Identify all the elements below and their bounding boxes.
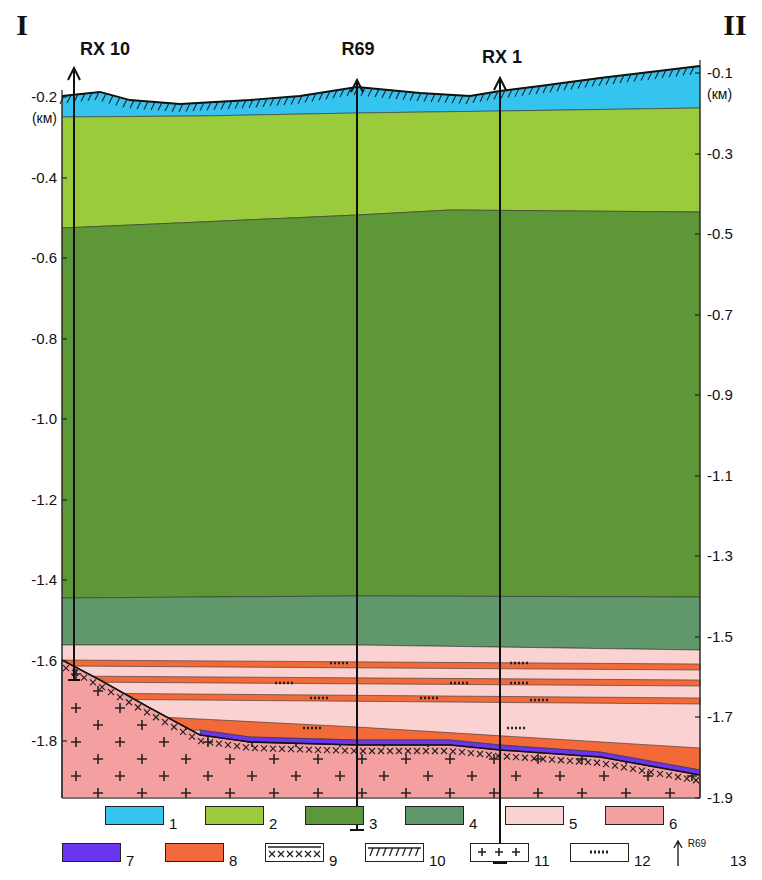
depth-label: -1.7 bbox=[707, 709, 733, 726]
legend-swatch bbox=[205, 806, 264, 825]
legend-swatch bbox=[105, 806, 164, 825]
section-end: I bbox=[16, 8, 28, 41]
symbols bbox=[60, 67, 700, 784]
legend-number: 5 bbox=[569, 816, 577, 833]
depth-label: -1.2 bbox=[31, 492, 57, 509]
legend-number: 9 bbox=[329, 853, 337, 870]
depth-label: -0.7 bbox=[707, 307, 733, 324]
depth-label: (км) bbox=[32, 111, 57, 126]
legend-number: 3 bbox=[369, 816, 377, 833]
strata bbox=[62, 66, 700, 798]
depth-label: -1.0 bbox=[31, 411, 57, 428]
legend-symbols bbox=[266, 841, 683, 866]
depth-label: -0.6 bbox=[31, 250, 57, 267]
legend-swatch bbox=[505, 806, 564, 825]
legend-number: 7 bbox=[126, 853, 134, 870]
legend-swatch bbox=[405, 806, 464, 825]
legend-swatch bbox=[305, 806, 364, 825]
depth-label: -1.4 bbox=[31, 572, 57, 589]
depth-label: -0.1 bbox=[707, 65, 733, 82]
legend-number: 2 bbox=[269, 816, 277, 833]
depth-label: (км) bbox=[707, 87, 732, 102]
legend-number: 13 bbox=[730, 853, 747, 870]
depth-label: -0.2 bbox=[31, 89, 57, 106]
legend-swatch bbox=[62, 843, 121, 862]
depth-label: -1.5 bbox=[707, 629, 733, 646]
legend-number: 11 bbox=[534, 853, 550, 870]
depth-label: -0.3 bbox=[707, 146, 733, 163]
legend-number: 6 bbox=[669, 816, 677, 833]
depth-label: -1.9 bbox=[707, 790, 733, 807]
depth-label: -1.8 bbox=[31, 733, 57, 750]
depth-label: -0.4 bbox=[31, 170, 57, 187]
wells bbox=[68, 68, 507, 863]
depth-label: -0.8 bbox=[31, 331, 57, 348]
legend-number: 1 bbox=[169, 816, 177, 833]
section-end: II bbox=[723, 8, 746, 41]
well-name: RX 10 bbox=[80, 40, 130, 60]
legend-number: 8 bbox=[229, 853, 237, 870]
well-name: R69 bbox=[341, 40, 374, 60]
depth-label: -1.6 bbox=[31, 653, 57, 670]
well-name: RX 1 bbox=[482, 48, 522, 68]
depth-label: -1.1 bbox=[707, 468, 733, 485]
legend-swatch bbox=[605, 806, 664, 825]
depth-label: -0.5 bbox=[707, 226, 733, 243]
legend-number: 10 bbox=[429, 853, 446, 870]
legend-number: 12 bbox=[634, 853, 651, 870]
legend-number: 4 bbox=[469, 816, 477, 833]
legend-swatch bbox=[165, 843, 224, 862]
depth-label: -1.3 bbox=[707, 548, 733, 565]
depth-label: -0.9 bbox=[707, 387, 733, 404]
legend-well-name: R69 bbox=[688, 838, 706, 849]
